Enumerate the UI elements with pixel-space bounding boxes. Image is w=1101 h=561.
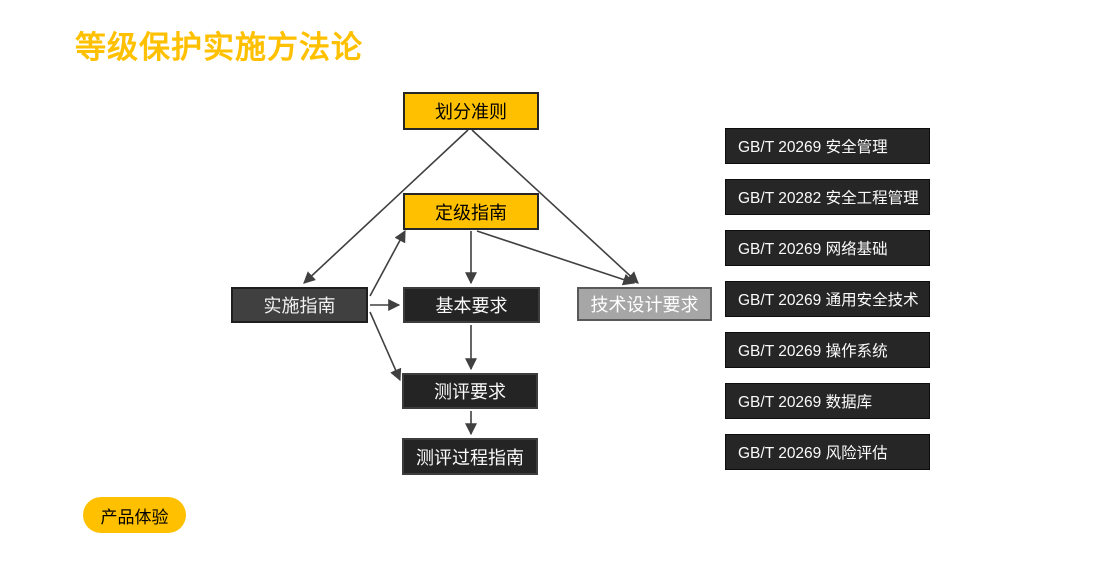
node-evaluation-process-guide: 测评过程指南 — [402, 438, 538, 475]
arrow-implementation-to-grading — [369, 229, 406, 297]
node-basic-requirements: 基本要求 — [403, 287, 540, 323]
standard-item: GB/T 20269 数据库 — [725, 383, 930, 419]
arrow-grading-to-technical-design — [476, 230, 636, 286]
arrow-implementation-to-evaluation — [369, 311, 402, 382]
standard-item: GB/T 20269 安全管理 — [725, 128, 930, 164]
node-classification-criteria: 划分准则 — [403, 92, 539, 130]
standard-item: GB/T 20269 通用安全技术 — [725, 281, 930, 317]
arrow-classification-to-implementation — [303, 129, 469, 284]
node-technical-design-requirements: 技术设计要求 — [577, 287, 712, 321]
node-implementation-guide: 实施指南 — [231, 287, 368, 323]
node-evaluation-requirements: 测评要求 — [402, 373, 538, 409]
product-experience-button[interactable]: 产品体验 — [83, 497, 186, 533]
node-grading-guide: 定级指南 — [403, 193, 539, 230]
page-title: 等级保护实施方法论 — [75, 30, 363, 65]
arrow-classification-to-technical-design — [471, 129, 639, 284]
standard-item: GB/T 20269 操作系统 — [725, 332, 930, 368]
standard-item: GB/T 20282 安全工程管理 — [725, 179, 930, 215]
standard-item: GB/T 20269 网络基础 — [725, 230, 930, 266]
standard-item: GB/T 20269 风险评估 — [725, 434, 930, 470]
